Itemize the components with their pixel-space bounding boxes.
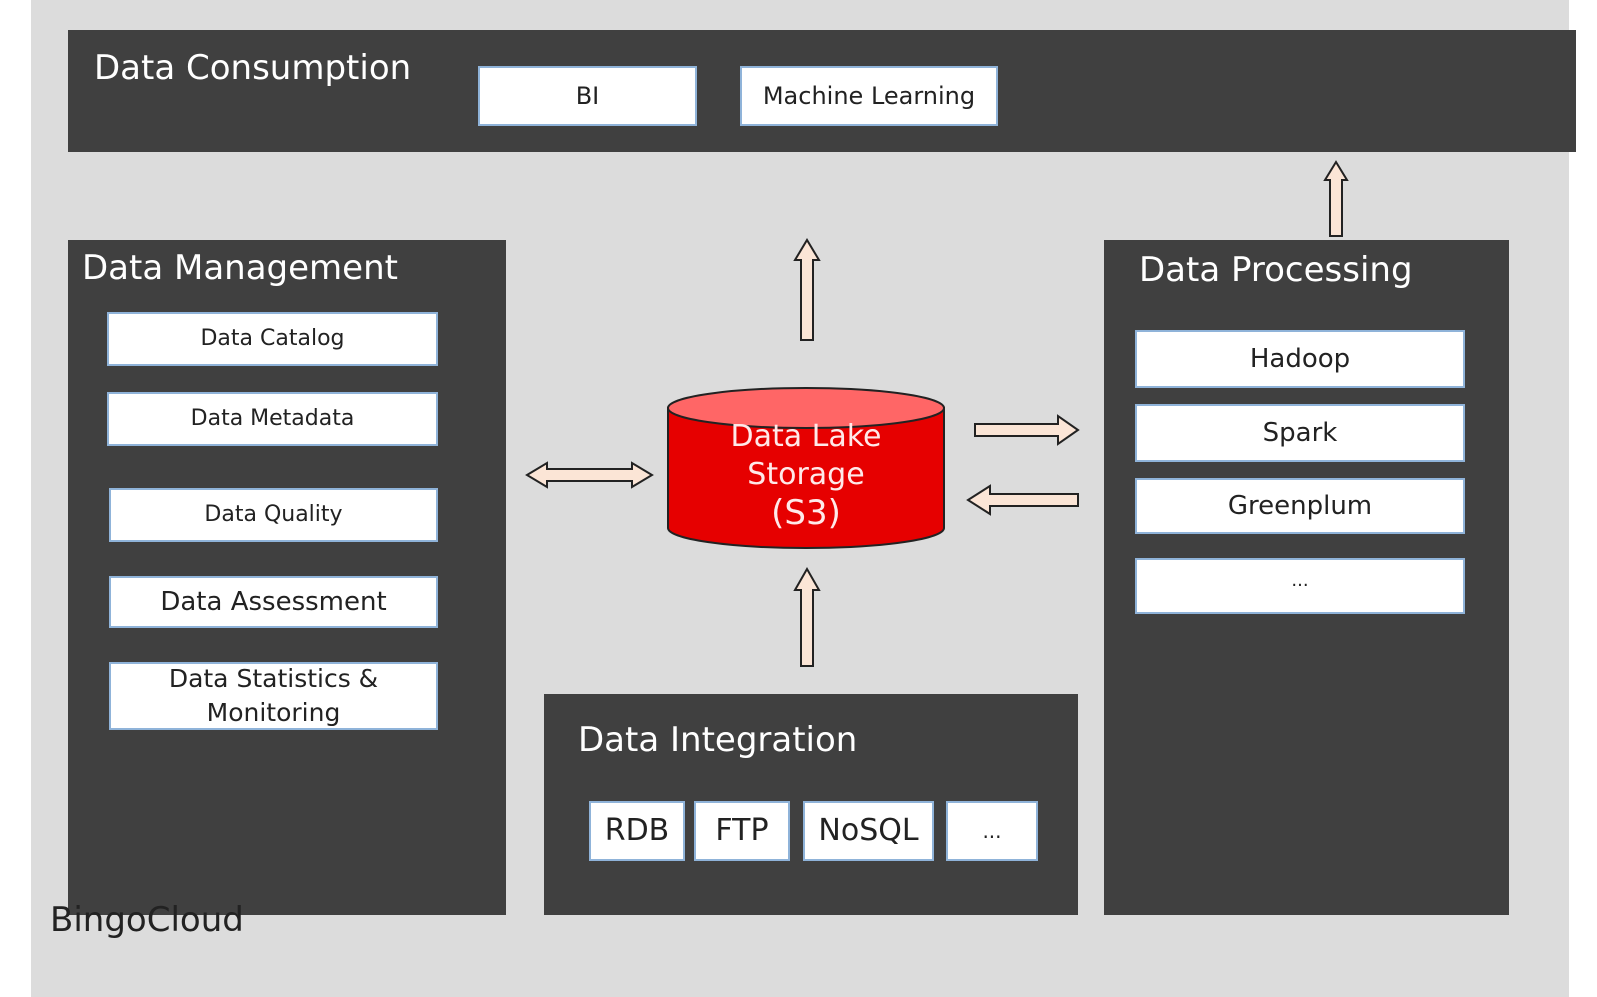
integration-more-box: ... [946, 801, 1038, 861]
bingocloud-label: BingoCloud [50, 900, 244, 940]
monitoring-label: Monitoring [206, 698, 341, 727]
data-processing-title: Data Processing [1139, 250, 1413, 290]
data-catalog-box: Data Catalog [107, 312, 438, 366]
data-consumption-title: Data Consumption [94, 48, 412, 88]
data-statistics-monitoring-box: Data Statistics & Monitoring [109, 662, 438, 730]
data-integration-title: Data Integration [578, 720, 858, 760]
arrow-storage-up [793, 238, 821, 341]
arrow-processing-to-storage [966, 484, 1079, 516]
arrow-management-storage [525, 461, 654, 489]
data-quality-box: Data Quality [109, 488, 438, 542]
bi-box: BI [478, 66, 697, 126]
arrow-integration-to-storage [793, 566, 821, 667]
storage-label-line2: Storage [747, 457, 865, 492]
arrow-storage-to-processing [974, 414, 1080, 446]
greenplum-box: Greenplum [1135, 478, 1465, 534]
storage-label-line1: Data Lake [730, 419, 882, 454]
rdb-box: RDB [589, 801, 685, 861]
hadoop-box: Hadoop [1135, 330, 1465, 388]
data-assessment-box: Data Assessment [109, 576, 438, 628]
spark-box: Spark [1135, 404, 1465, 462]
storage-label-line3: (S3) [771, 493, 841, 533]
processing-more-box: ... [1135, 558, 1465, 614]
data-lake-storage-cylinder [667, 387, 945, 549]
ftp-box: FTP [694, 801, 790, 861]
data-statistics-label: Data Statistics & [168, 664, 379, 693]
nosql-box: NoSQL [803, 801, 934, 861]
machine-learning-box: Machine Learning [740, 66, 998, 126]
data-metadata-box: Data Metadata [107, 392, 438, 446]
arrow-processing-to-consumption [1323, 160, 1349, 237]
data-management-title: Data Management [82, 248, 398, 288]
